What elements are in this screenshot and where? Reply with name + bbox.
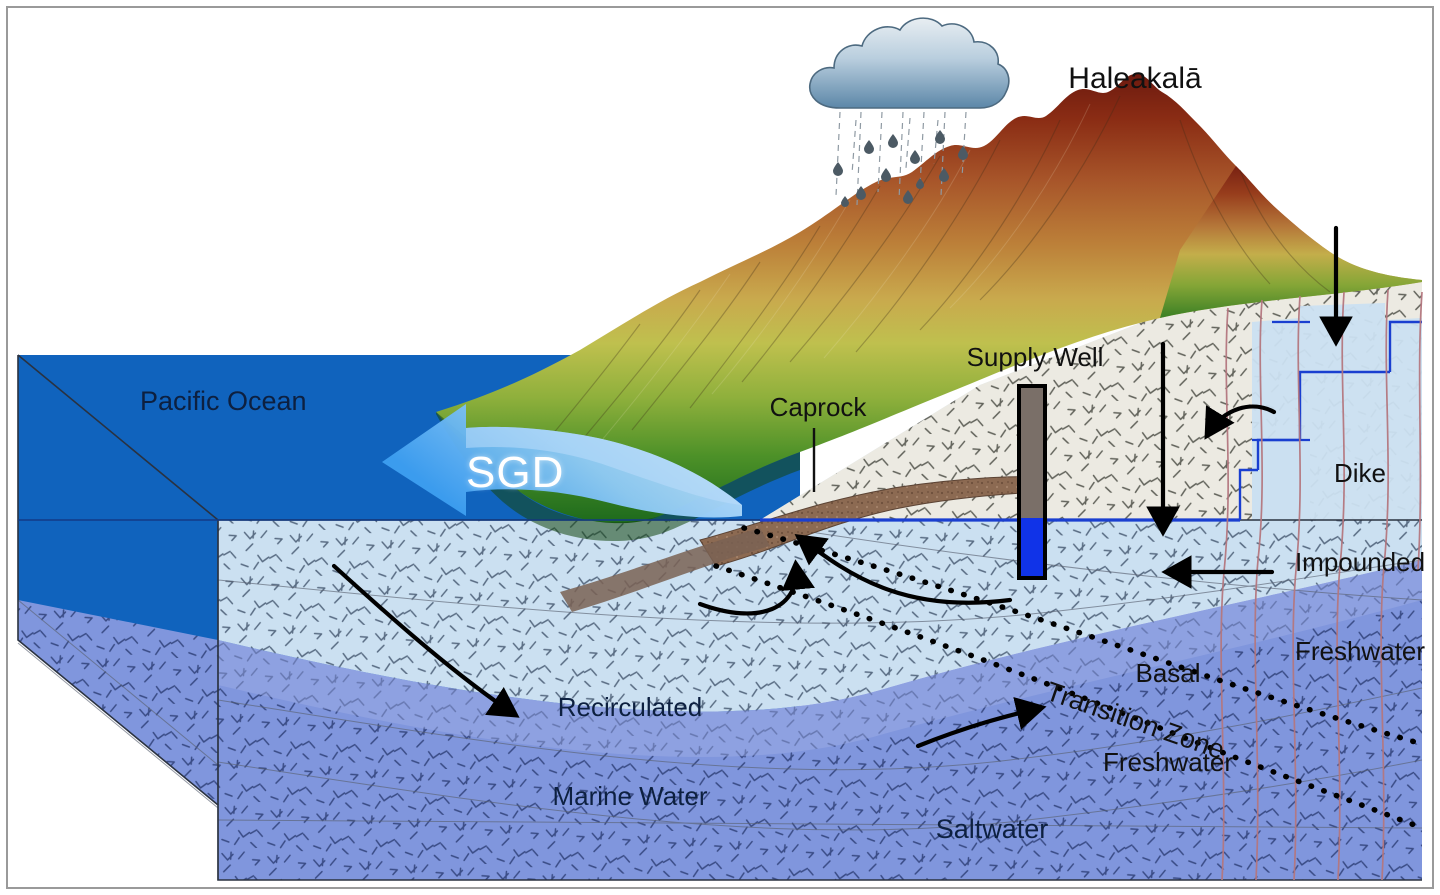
label-haleakala: Haleakalā — [1068, 62, 1202, 95]
saltwater-zone — [18, 560, 1422, 880]
dike-leak-arrow — [1204, 404, 1277, 440]
label-saltwater: Saltwater — [935, 814, 1049, 844]
basal-discharge-arrow — [794, 534, 1013, 605]
dotted-transition-zone-boundaries — [713, 525, 1425, 831]
label-dike-line-2: Impounded — [1294, 547, 1426, 578]
recirculation-arrow-upper — [697, 559, 815, 616]
terrain-shading — [519, 95, 1331, 475]
rain-cloud-icon — [809, 17, 1010, 207]
label-recirc-line-2: Marine Water — [552, 781, 708, 812]
label-basal-line-2: Freshwater — [1102, 747, 1234, 778]
raindrops — [833, 130, 968, 207]
saltwater-inflow-arrow-left — [331, 563, 520, 718]
label-supply-well: Supply Well — [966, 342, 1104, 372]
dike-impounded-water-body — [1252, 303, 1422, 520]
label-basal-line-1: Basal — [1135, 658, 1201, 689]
label-sgd: SGD — [466, 448, 565, 497]
label-dike-impounded-freshwater: Dike Impounded Freshwater — [1295, 400, 1425, 726]
label-dike-line-1: Dike — [1333, 458, 1387, 489]
label-recirc-line-1: Recirculated — [557, 692, 703, 723]
supply-well-icon[interactable] — [1017, 384, 1047, 580]
label-dike-line-3: Freshwater — [1294, 636, 1426, 666]
stratigraphic-lines — [17, 520, 1423, 880]
label-caprock: Caprock — [769, 392, 867, 422]
label-recirculated-marine-water: Recirculated Marine Water — [552, 634, 707, 871]
volcanic-dike-lines — [1220, 289, 1423, 881]
label-pacific-ocean: Pacific Ocean — [140, 386, 307, 416]
groundwater-flow-arrows — [331, 225, 1353, 749]
submarine-groundwater-discharge-arrow — [382, 404, 742, 518]
saltwater-inflow-arrow-mid — [915, 697, 1047, 749]
label-basal-freshwater: Basal Freshwater — [1103, 600, 1233, 837]
image-border — [6, 6, 1434, 889]
